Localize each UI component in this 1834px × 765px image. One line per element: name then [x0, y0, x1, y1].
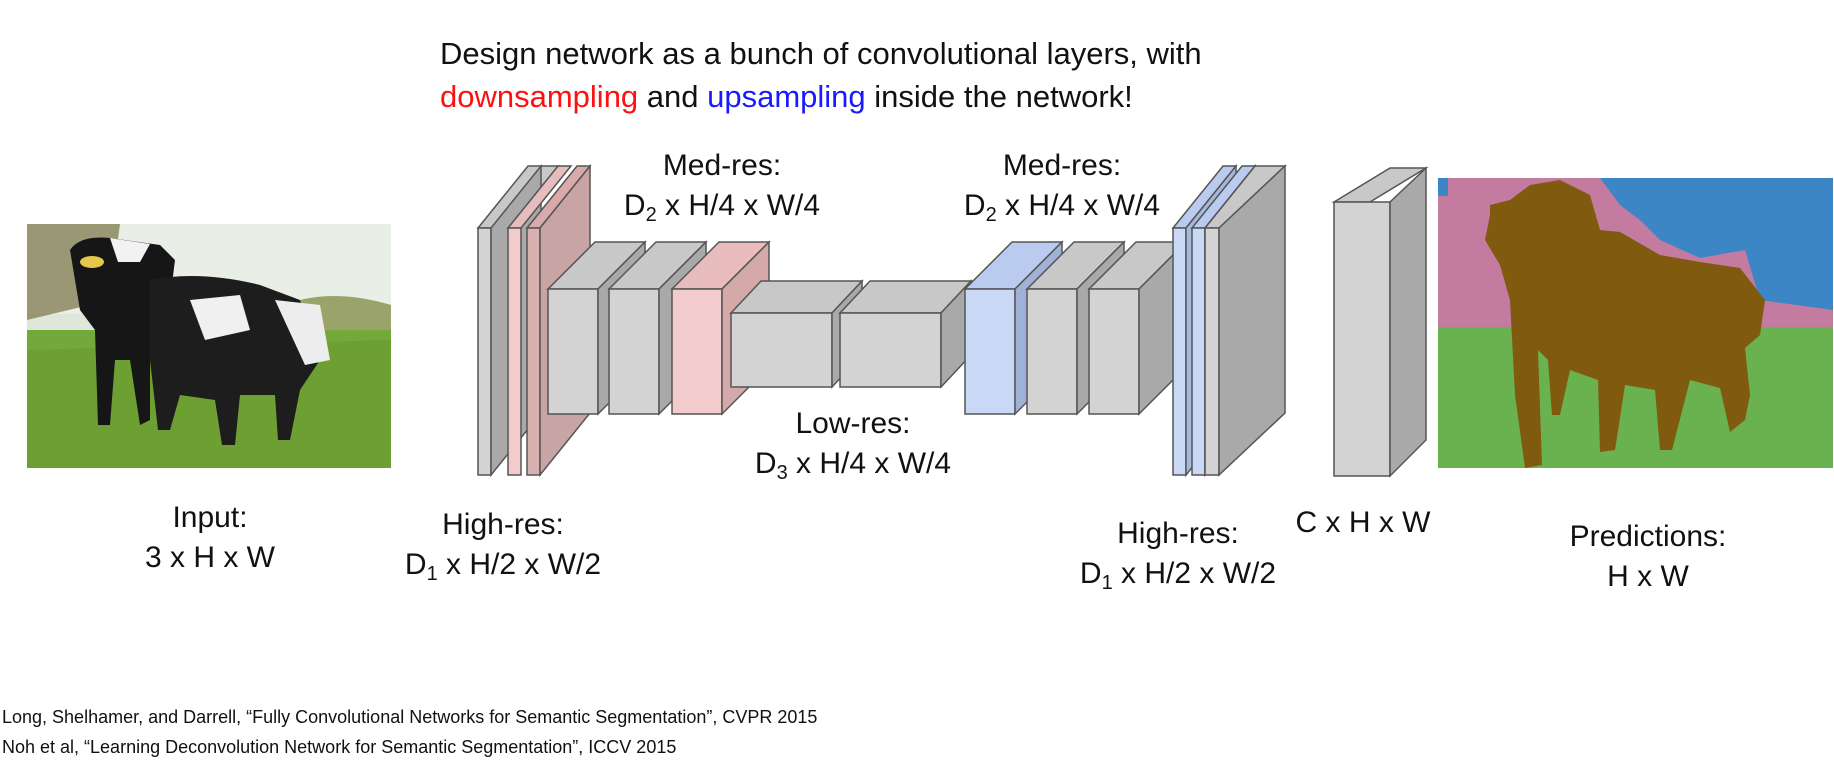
and-word: and	[638, 79, 708, 114]
upsampling-word: upsampling	[707, 79, 866, 114]
low-res-dims: D3 x H/4 x W/4	[754, 447, 952, 484]
med-res-left-title: Med-res:	[662, 149, 782, 182]
references: Long, Shelhamer, and Darrell, “Fully Con…	[2, 702, 817, 762]
headline: Design network as a bunch of convolution…	[440, 32, 1202, 118]
high-res-left-dims: D1 x H/2 x W/2	[404, 548, 602, 585]
med-res-left-label: Med-res: D2 x H/4 x W/4	[612, 146, 832, 226]
med-res-left-dims: D2 x H/4 x W/4	[623, 189, 821, 226]
input-label-dims: 3 x H x W	[144, 541, 275, 574]
input-label: Input: 3 x H x W	[130, 498, 290, 578]
predictions-title: Predictions:	[1569, 520, 1727, 553]
headline-line2: downsampling and upsampling inside the n…	[440, 75, 1202, 118]
low-res-title: Low-res:	[795, 407, 911, 440]
high-res-left-label: High-res: D1 x H/2 x W/2	[393, 505, 613, 585]
downsampling-word: downsampling	[440, 79, 639, 114]
class-scores-dims: C x H x W	[1295, 506, 1431, 539]
headline-tail: inside the network!	[865, 79, 1133, 114]
med-res-right-title: Med-res:	[1002, 149, 1122, 182]
med-res-right-dims: D2 x H/4 x W/4	[963, 189, 1161, 226]
predictions-dims: H x W	[1607, 560, 1689, 593]
class-scores-label: C x H x W	[1283, 503, 1443, 543]
headline-line1: Design network as a bunch of convolution…	[440, 36, 1202, 71]
predictions-image	[1438, 178, 1833, 468]
med-res-right-label: Med-res: D2 x H/4 x W/4	[952, 146, 1172, 226]
med-res-right-block	[963, 240, 1188, 416]
low-res-label: Low-res: D3 x H/4 x W/4	[743, 404, 963, 484]
high-res-left-title: High-res:	[442, 508, 564, 541]
high-res-right-label: High-res: D1 x H/2 x W/2	[1068, 514, 1288, 594]
input-image	[27, 224, 391, 468]
class-scores-block	[1331, 166, 1429, 478]
predictions-label: Predictions: H x W	[1548, 517, 1748, 597]
low-res-block	[729, 279, 973, 389]
input-label-title: Input:	[172, 501, 248, 534]
reference-1: Long, Shelhamer, and Darrell, “Fully Con…	[2, 707, 818, 727]
reference-2: Noh et al, “Learning Deconvolution Netwo…	[2, 737, 677, 757]
high-res-right-dims: D1 x H/2 x W/2	[1079, 557, 1277, 594]
high-res-right-title: High-res:	[1117, 517, 1239, 550]
high-res-right-block	[1171, 163, 1287, 478]
